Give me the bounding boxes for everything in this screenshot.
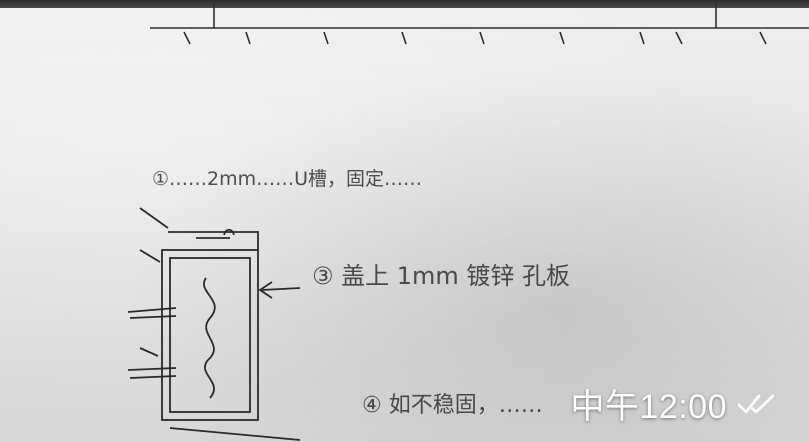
- top-beam: [150, 0, 809, 45]
- message-timestamp: 中午12:00: [570, 379, 781, 428]
- box-drawing: [127, 207, 301, 441]
- note-1-text: ①……2mm……U槽，固定……: [152, 168, 422, 190]
- note-3-text: ③ 盖上 1mm 镀锌 孔板: [312, 262, 570, 290]
- double-check-icon: [737, 394, 775, 413]
- note-4-text: ④ 如不稳固，……: [362, 393, 543, 418]
- top-edge-shadow: [0, 0, 809, 8]
- timestamp-text: 中午12:00: [570, 388, 727, 426]
